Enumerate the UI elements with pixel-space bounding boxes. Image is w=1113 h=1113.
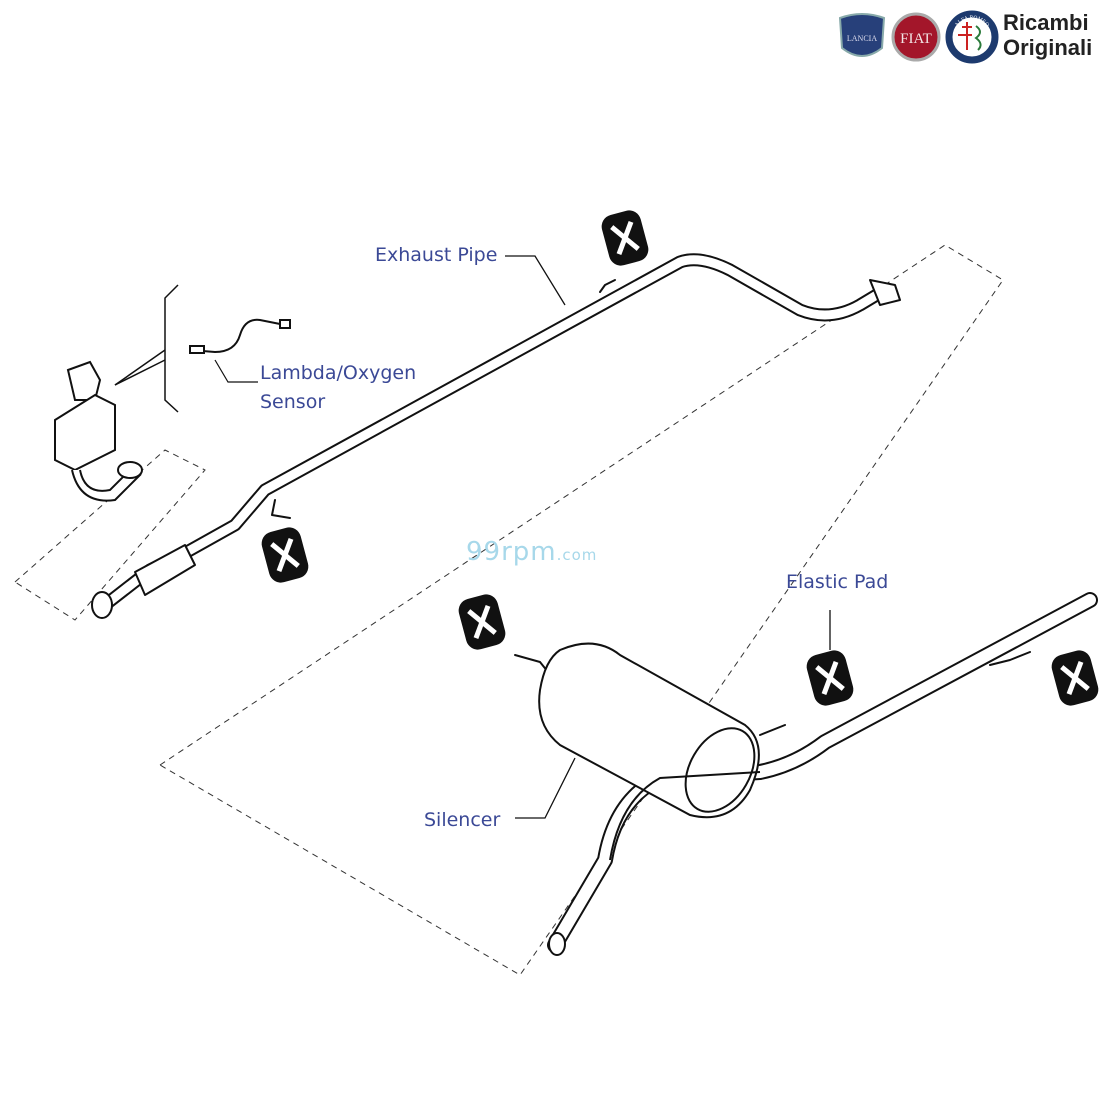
watermark-suffix: .com	[556, 546, 598, 564]
label-lambda-line1: Lambda/Oxygen	[260, 362, 417, 384]
watermark-main: 99rpm	[466, 537, 557, 567]
brand-logos: LANCIA FIAT ALFA ROMEO	[838, 10, 999, 64]
brand-text: Ricambi Originali	[1003, 10, 1092, 60]
fiat-logo-text: FIAT	[900, 31, 932, 47]
bracket	[114, 284, 179, 413]
elastic-pad-icon	[1051, 650, 1099, 706]
lancia-logo-text: LANCIA	[847, 34, 877, 43]
label-silencer: Silencer	[424, 809, 501, 831]
watermark: 99rpm.com	[466, 537, 597, 567]
label-exhaust-pipe: Exhaust Pipe	[375, 244, 498, 266]
catalytic-converter	[54, 360, 143, 502]
elastic-pad-icon	[806, 650, 854, 706]
elastic-pad-icon	[601, 210, 649, 266]
elastic-pad-icon	[261, 527, 309, 583]
leader-lines	[505, 255, 831, 819]
front-exhaust-pipe	[91, 253, 901, 619]
silencer-body	[538, 642, 761, 861]
label-lambda-line2: Sensor	[260, 391, 326, 413]
alfa-romeo-logo	[945, 10, 999, 64]
brand-line-2: Originali	[1003, 35, 1093, 60]
lambda-sensor	[189, 318, 291, 383]
label-elastic-pad: Elastic Pad	[786, 571, 889, 593]
fiat-logo	[891, 12, 941, 62]
brand-line-1: Ricambi	[1003, 10, 1089, 35]
elastic-pads	[261, 210, 1099, 706]
lancia-logo	[838, 13, 886, 57]
elastic-pad-icon	[458, 594, 506, 650]
